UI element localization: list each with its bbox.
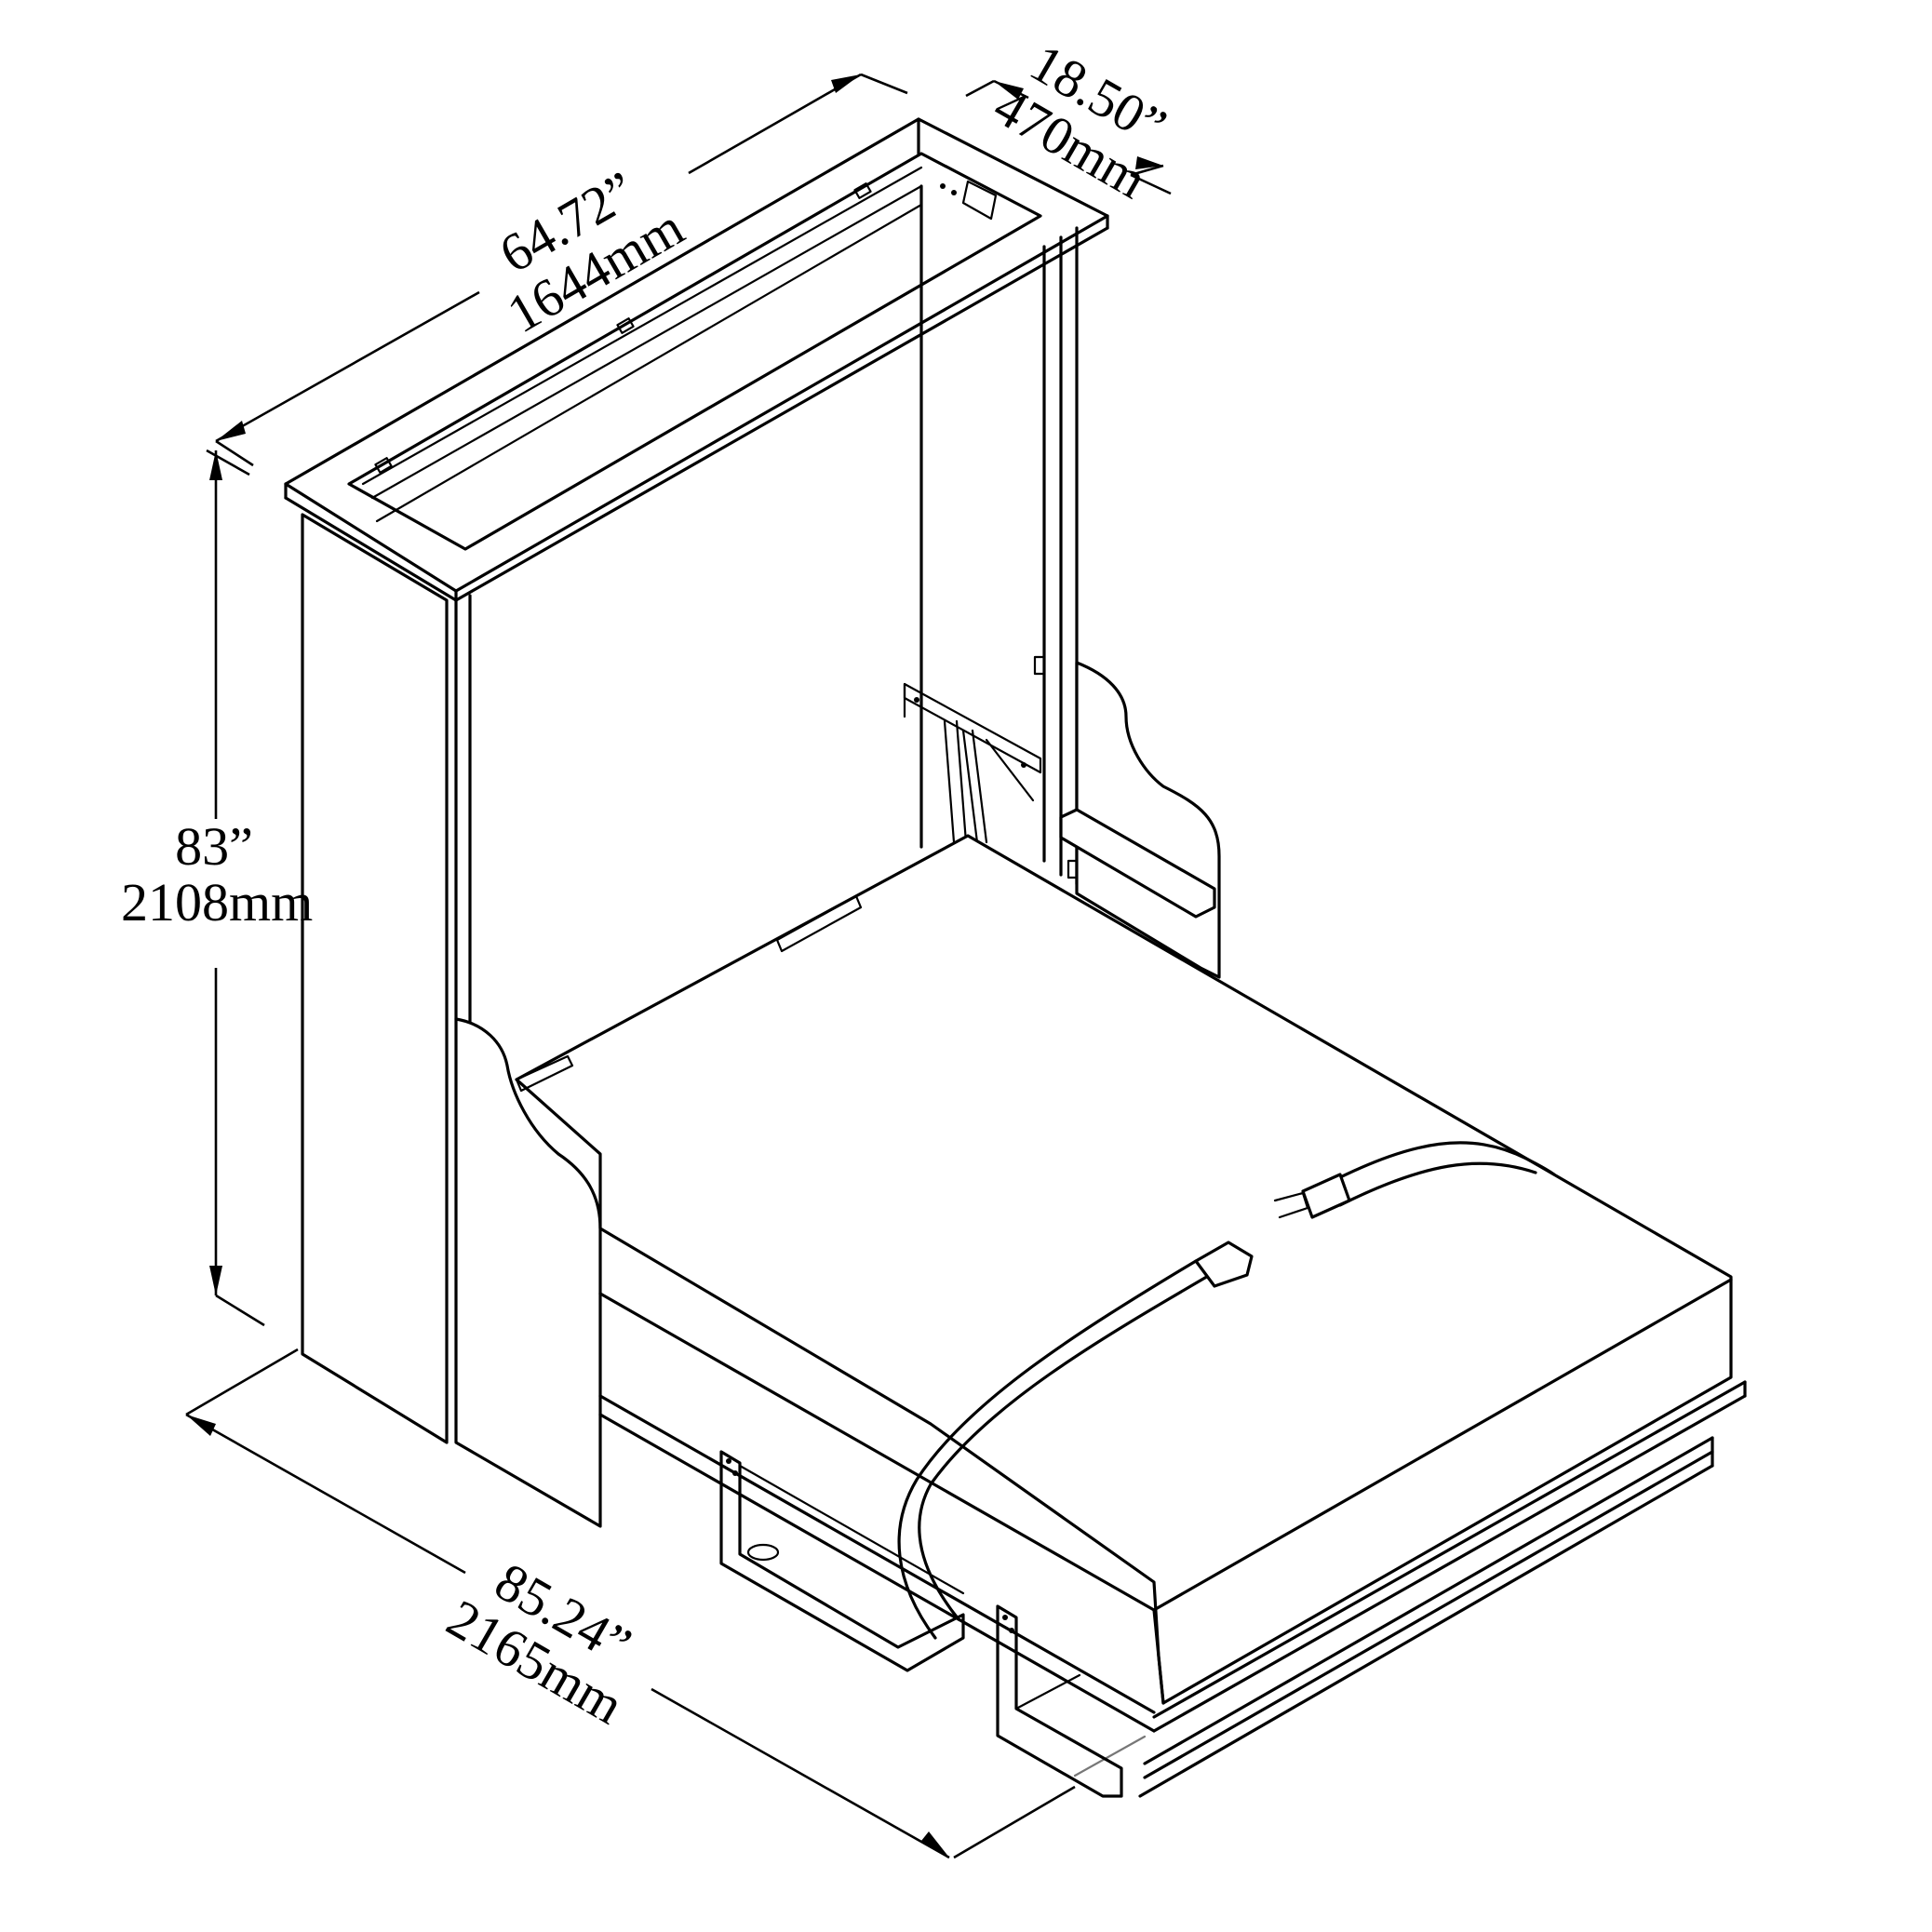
dimension-label-height: 83” 2108mm — [121, 816, 314, 932]
fold-out-legs — [719, 1450, 1123, 1798]
dimension-line-width — [215, 73, 908, 467]
mattress — [515, 834, 1733, 1705]
dimension-line-height — [206, 449, 265, 1327]
crown-top-cabinet — [284, 117, 1109, 602]
mattress-strap-with-buckle — [897, 1141, 1556, 1640]
scalloped-side-wing-left — [454, 1017, 602, 1528]
scalloped-side-wing-right — [1059, 661, 1221, 979]
dimension-line-open-length — [185, 1348, 1147, 1859]
right-side-panel — [919, 184, 1080, 886]
bed-frame-rail — [598, 1380, 1747, 1798]
height-metric: 2108mm — [121, 872, 314, 932]
dimension-line-depth — [965, 79, 1172, 195]
height-imperial: 83” — [175, 816, 253, 877]
gas-piston-lift-mechanism — [903, 682, 1042, 844]
left-side-panel — [301, 513, 472, 1444]
